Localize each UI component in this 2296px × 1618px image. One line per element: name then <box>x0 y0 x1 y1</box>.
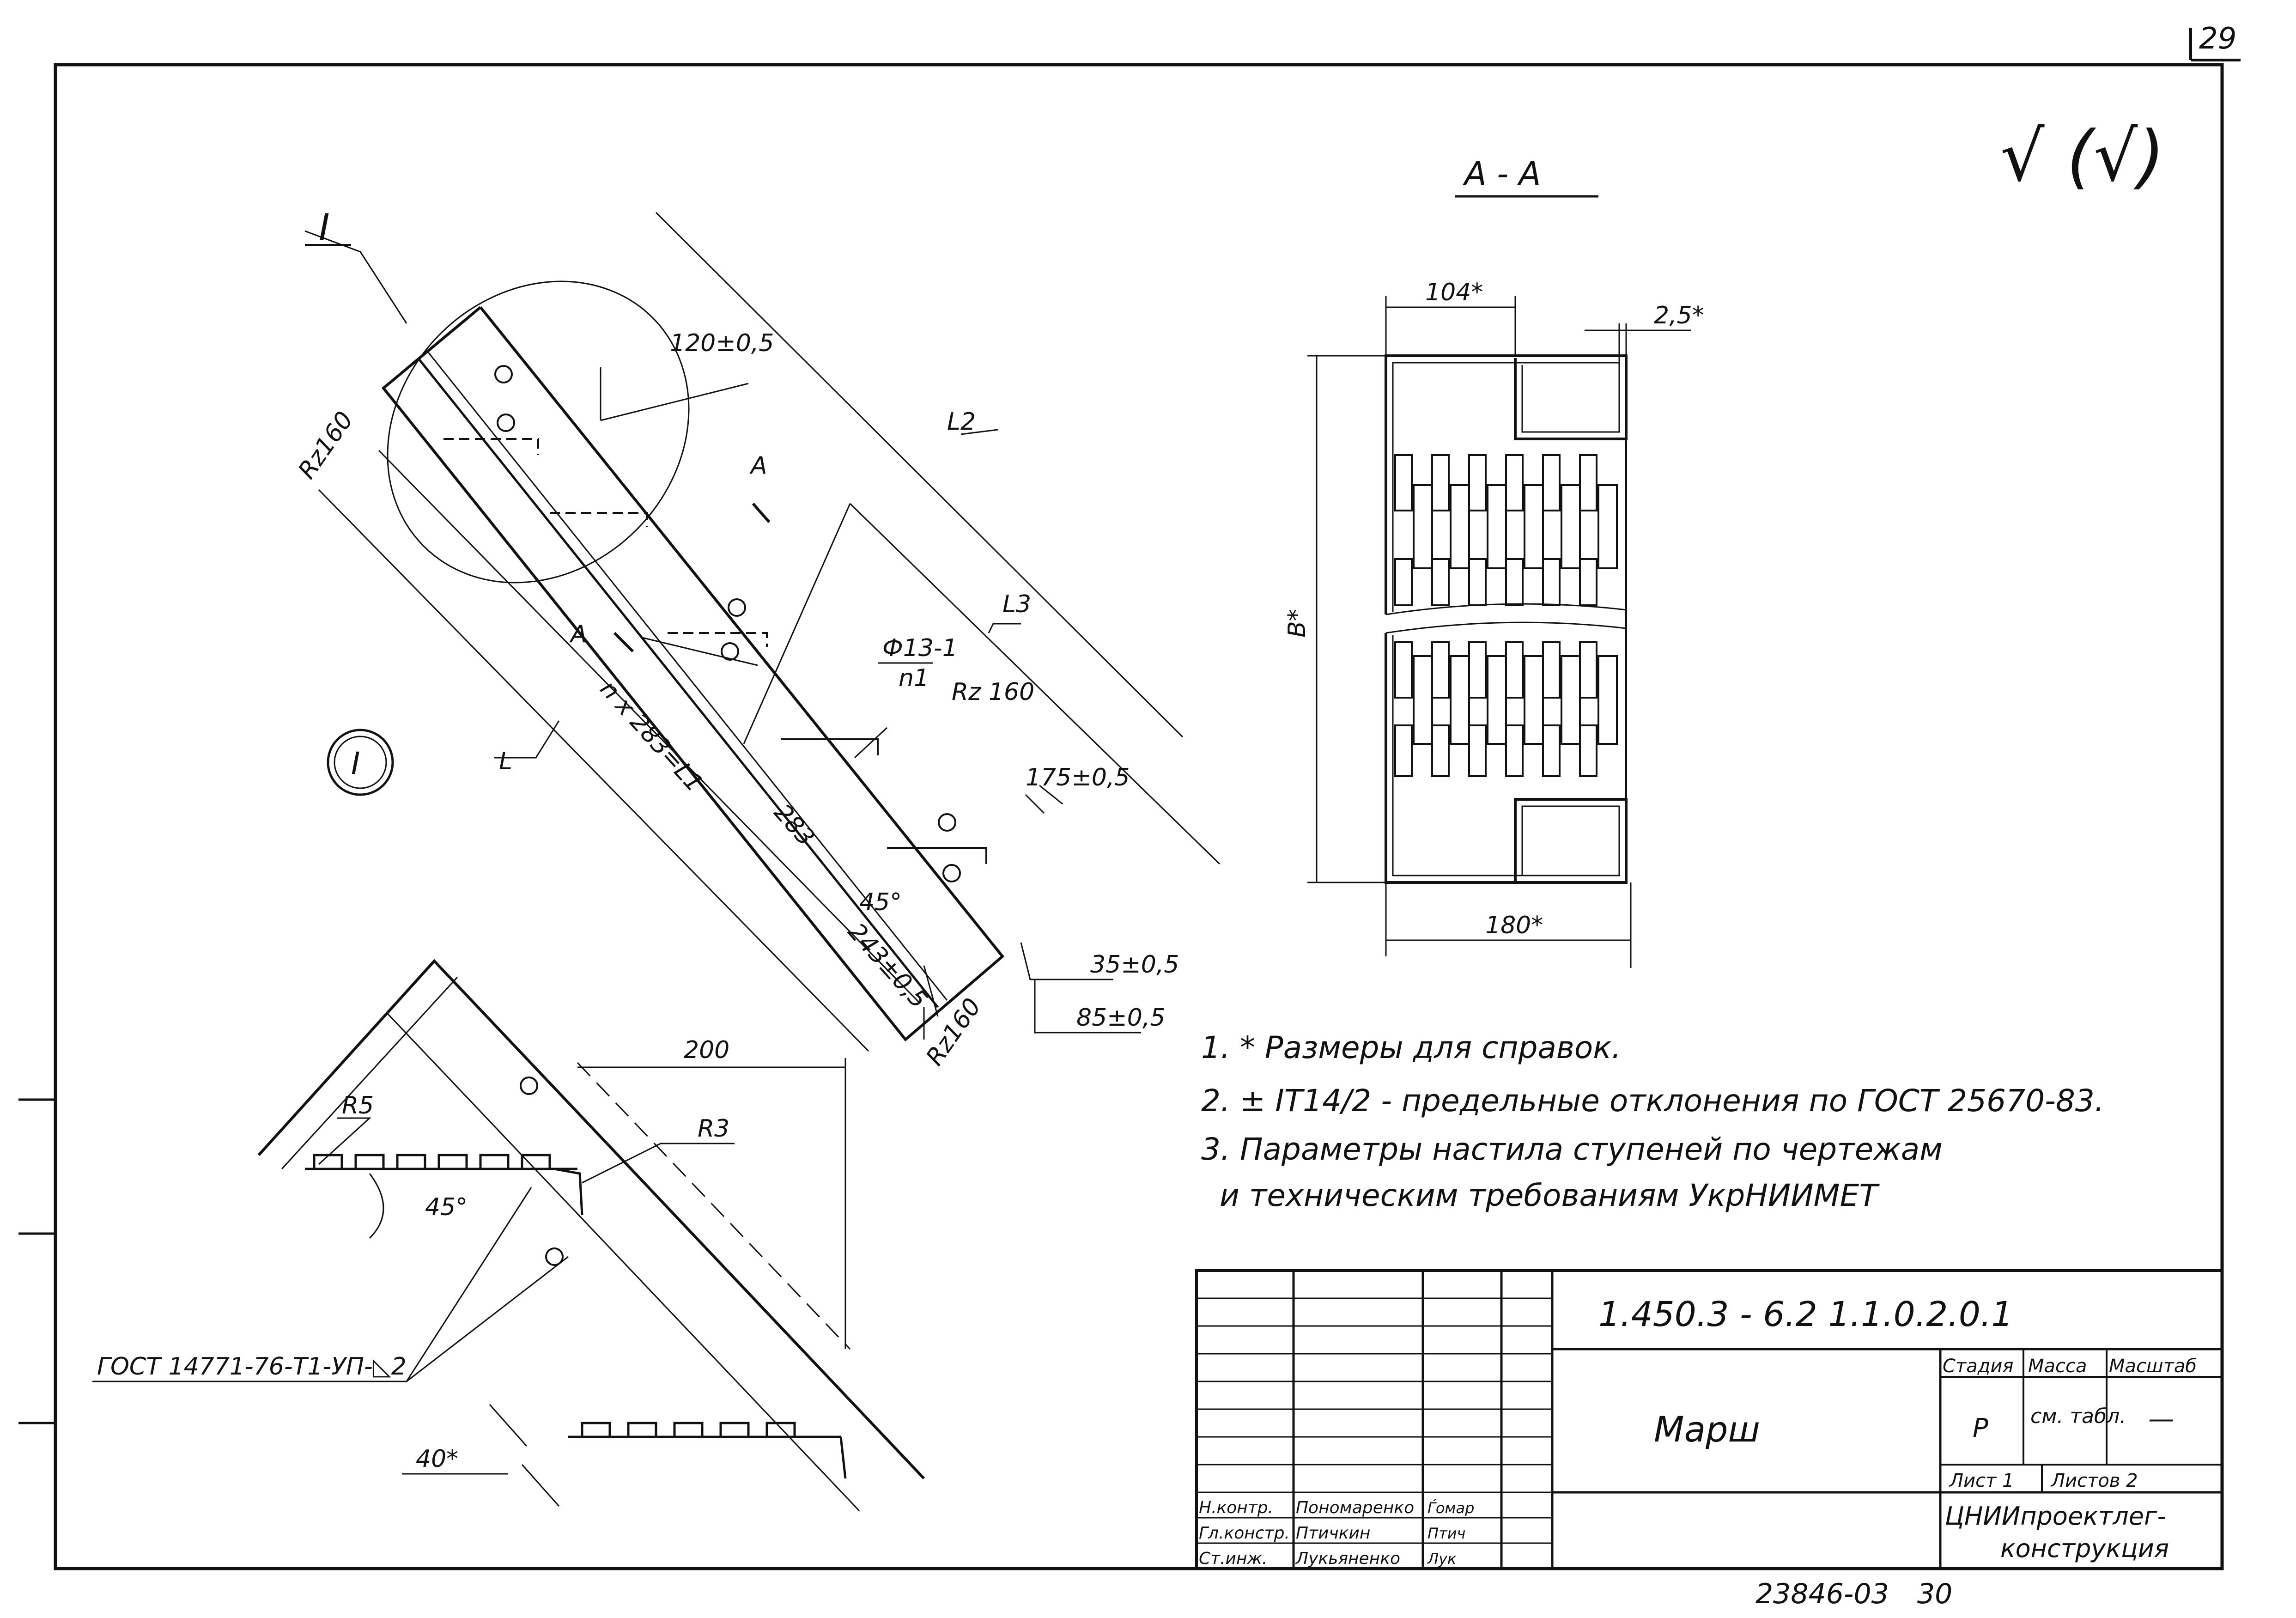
radius-R5: R5 <box>342 1092 374 1119</box>
note-3b: и техническим требованиям УкрНИИМЕТ <box>1220 1178 1880 1213</box>
tb-stage: Р <box>1973 1413 1988 1443</box>
dim-35: 35±0,5 <box>1090 951 1179 979</box>
bottom-num: 30 <box>1917 1578 1952 1610</box>
tb-name: Марш <box>1654 1409 1760 1450</box>
hole-spec: Ф13-1 <box>882 634 958 662</box>
tb-person-3: Лукьяненко <box>1295 1549 1400 1568</box>
note-1: 1. * Размеры для справок. <box>1201 1030 1621 1065</box>
rz160-a: Rz160 <box>293 407 358 484</box>
tb-designation: 1.450.3 - 6.2 1.1.0.2.0.1 <box>1598 1295 2013 1334</box>
label-L1: n x 283=L1 <box>595 675 708 797</box>
bottom-code: 23846-03 <box>1755 1578 1889 1610</box>
title-block <box>1195 1269 2223 1570</box>
tb-role-1: Н.контр. <box>1199 1498 1273 1517</box>
section-AA-title: А - А <box>1463 155 1541 193</box>
dim-45: 45° <box>859 888 902 916</box>
rz160-c: Rz160 <box>921 993 986 1071</box>
tb-scale-h: Масштаб <box>2109 1356 2197 1377</box>
notes-block: 1. * Размеры для справок. 2. ± IT14/2 - … <box>1201 1030 2104 1213</box>
cut-A1: А <box>749 452 767 480</box>
tb-mass: см. табл. <box>2030 1405 2126 1428</box>
tb-sign-3: Лук <box>1427 1550 1457 1568</box>
detail-I-label: I <box>319 206 330 249</box>
rz160-b: Rz 160 <box>952 678 1034 706</box>
dim-104: 104* <box>1425 279 1483 306</box>
tb-sheets: Листов 2 <box>2050 1470 2138 1491</box>
tb-stage-h: Стадия <box>1943 1356 2013 1377</box>
dim-180: 180* <box>1485 912 1543 939</box>
tb-mass-h: Масса <box>2028 1356 2087 1377</box>
tb-person-2: Птичкин <box>1296 1524 1370 1543</box>
label-L3: L3 <box>1002 590 1031 618</box>
dim-B: В* <box>1283 609 1311 638</box>
detail-I-view <box>92 959 925 1512</box>
drawing-frame <box>54 63 2224 1570</box>
dim-85: 85±0,5 <box>1076 1004 1165 1032</box>
dim-45b: 45° <box>425 1193 468 1221</box>
tb-person-1: Пономаренко <box>1296 1498 1414 1517</box>
roughness-mark: √ (√) <box>2000 116 2165 197</box>
label-L2: L2 <box>947 408 976 436</box>
dim-2-5: 2,5* <box>1654 302 1704 329</box>
weld-spec: ГОСТ 14771-76-Т1-УП-◺2 <box>97 1353 407 1381</box>
page-number: 29 <box>2199 22 2236 56</box>
section-AA-view <box>1307 296 1691 968</box>
detail-I-circle-mark <box>327 729 394 796</box>
detail-I-circle-text: I <box>351 746 360 781</box>
note-3: 3. Параметры настила ступеней по чертежа… <box>1201 1131 1943 1167</box>
tb-org-2: конструкция <box>2000 1534 2169 1563</box>
stringer-main-view <box>304 212 1221 1052</box>
cut-A2: А <box>569 620 587 648</box>
grating-slots <box>1394 454 1618 777</box>
detail-circle-I <box>387 280 690 584</box>
dim-175: 175±0,5 <box>1026 764 1130 791</box>
dim-40: 40* <box>416 1445 458 1473</box>
hole-symbols <box>494 365 961 882</box>
dim-200: 200 <box>684 1036 729 1064</box>
tb-role-3: Ст.инж. <box>1199 1549 1267 1568</box>
label-L: L <box>499 748 512 775</box>
dim-120: 120±0,5 <box>670 329 774 357</box>
tb-role-2: Гл.констр. <box>1199 1524 1290 1543</box>
tb-sheet: Лист 1 <box>1949 1470 2014 1491</box>
hole-n: n1 <box>899 664 929 692</box>
tb-sign-2: Птич <box>1427 1525 1465 1542</box>
radius-R3: R3 <box>698 1115 729 1143</box>
tb-org-1: ЦНИИпроектлег- <box>1945 1502 2166 1531</box>
note-2: 2. ± IT14/2 - предельные отклонения по Г… <box>1201 1083 2104 1119</box>
tb-sign-1: Ѓомар <box>1427 1499 1474 1517</box>
tb-scale: — <box>2148 1404 2174 1434</box>
